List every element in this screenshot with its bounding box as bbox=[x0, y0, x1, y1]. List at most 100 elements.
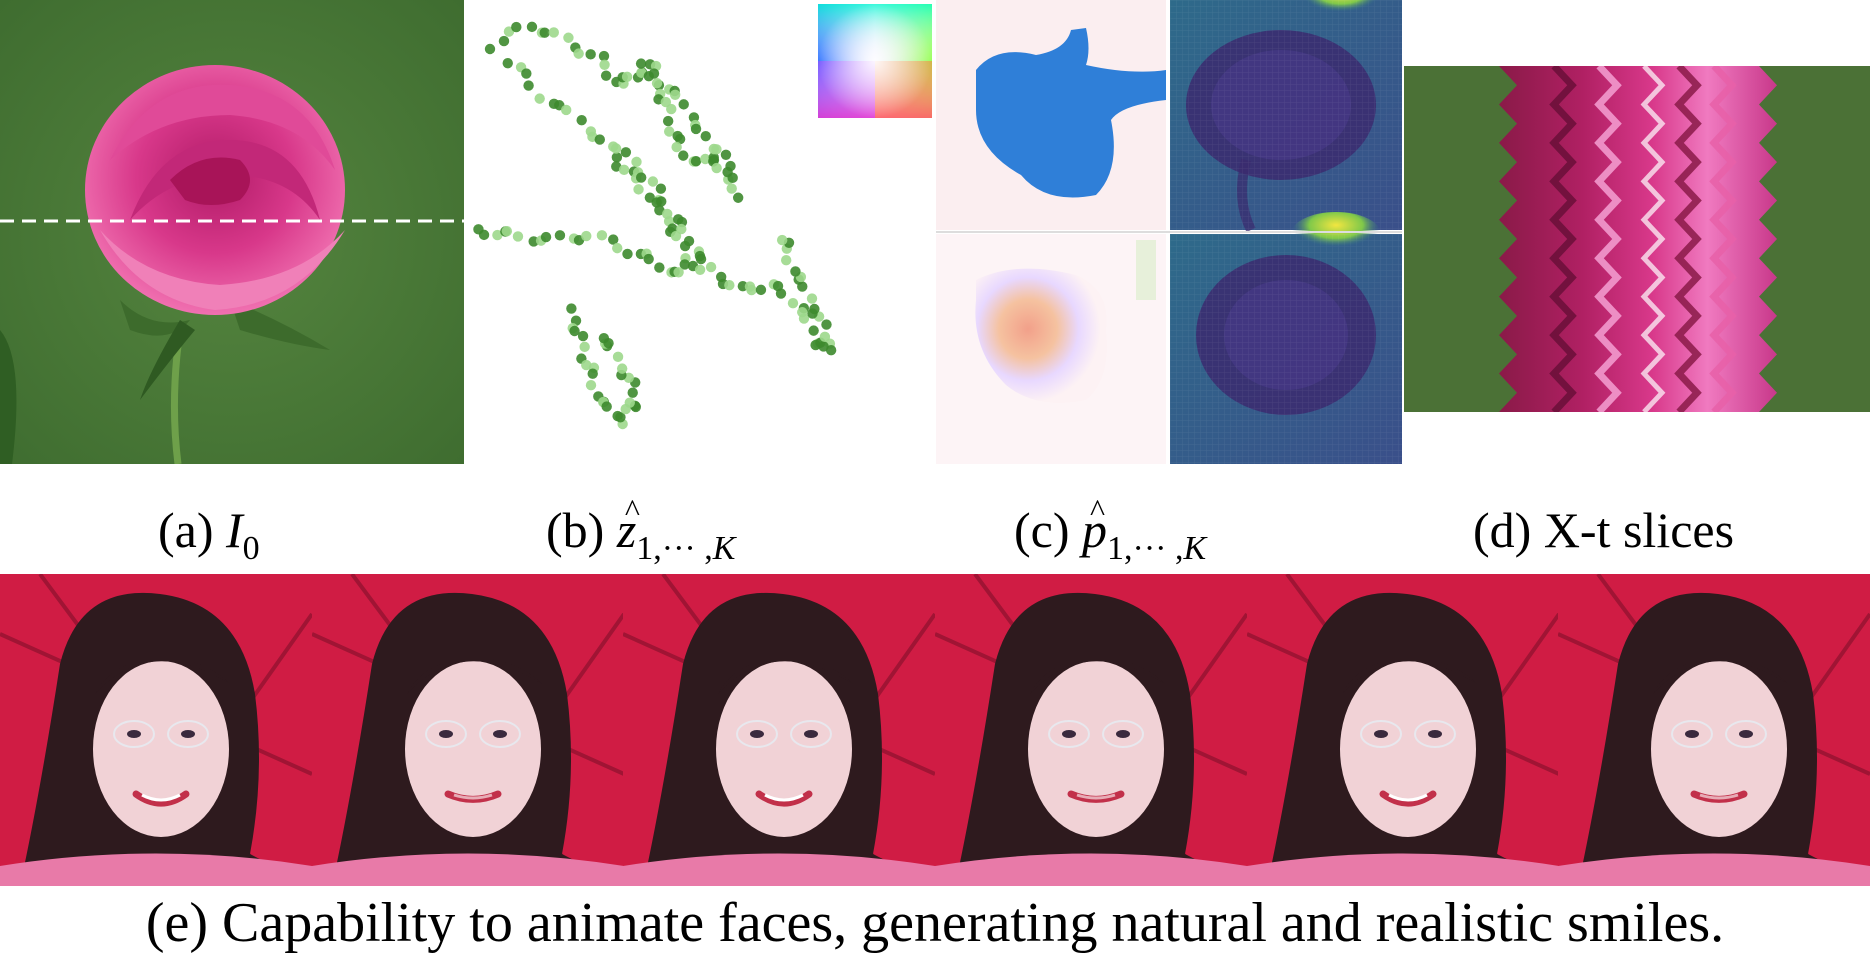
trajectory-dot bbox=[780, 254, 792, 266]
caption-a: (a) I0 bbox=[158, 500, 260, 579]
caption-c-subscript: 1,··· , bbox=[1107, 530, 1184, 567]
trajectory-dot bbox=[621, 71, 633, 83]
trajectory-dot bbox=[727, 172, 738, 184]
trajectory-dot bbox=[694, 264, 706, 275]
caption-c-prefix: (c) bbox=[1014, 502, 1070, 558]
trajectory-dot bbox=[576, 115, 587, 126]
trajectory-dot bbox=[633, 184, 644, 195]
trajectory-dot bbox=[512, 231, 524, 242]
xt-stripe bbox=[1640, 66, 1666, 412]
trajectory-dot bbox=[620, 147, 632, 158]
xt-stripe bbox=[1594, 66, 1622, 412]
color-wheel-icon bbox=[818, 4, 932, 118]
trajectory-dot bbox=[573, 48, 584, 59]
trajectory-dot bbox=[790, 266, 801, 277]
face-frame bbox=[623, 574, 935, 886]
trajectory-dot bbox=[612, 242, 623, 254]
trajectory-dot bbox=[806, 293, 818, 304]
trajectory-dot bbox=[594, 134, 605, 145]
trajectory-dot bbox=[616, 363, 628, 374]
trajectory-dot bbox=[534, 93, 545, 104]
trajectory-dot bbox=[539, 27, 550, 38]
trajectory-dot bbox=[622, 248, 633, 260]
trajectory-dot bbox=[662, 208, 673, 220]
trajectory-dot bbox=[798, 313, 810, 324]
face-photo-icon bbox=[1247, 574, 1559, 886]
trajectory-dot bbox=[610, 143, 622, 154]
face-frame bbox=[0, 574, 312, 886]
face-photo-icon bbox=[1558, 574, 1870, 886]
trajectory-dot bbox=[664, 126, 675, 137]
trajectory-dot bbox=[821, 319, 832, 330]
trajectory-dot bbox=[618, 164, 630, 176]
trajectory-dot bbox=[598, 50, 610, 62]
trajectory-dot bbox=[755, 284, 767, 296]
trajectory-dot bbox=[776, 234, 788, 246]
trajectory-dot bbox=[608, 234, 619, 245]
trajectory-dot bbox=[690, 156, 702, 167]
caption-d-text: X-t slices bbox=[1543, 502, 1735, 558]
trajectory-dot bbox=[566, 303, 577, 314]
trajectory-dot bbox=[711, 162, 722, 174]
trajectory-dot bbox=[599, 59, 610, 70]
trajectory-dot bbox=[560, 104, 572, 116]
trajectory-dot bbox=[585, 380, 597, 391]
trajectory-dot bbox=[726, 183, 737, 194]
trajectory-dot bbox=[587, 368, 598, 379]
trajectory-dot bbox=[585, 49, 596, 60]
trajectory-dot bbox=[678, 150, 689, 161]
trajectory-dot bbox=[818, 341, 829, 352]
trajectory-dot bbox=[655, 183, 667, 194]
caption-c-subscript-end: K bbox=[1183, 530, 1207, 567]
xt-slice-icon bbox=[1404, 66, 1870, 412]
trajectory-dot bbox=[746, 284, 757, 296]
bottom-caption: (e) Capability to animate faces, generat… bbox=[145, 892, 1725, 954]
trajectory-dot bbox=[569, 325, 580, 337]
xt-stripe bbox=[1674, 66, 1702, 412]
trajectory-dot bbox=[656, 196, 667, 207]
trajectory-dot bbox=[648, 68, 660, 79]
trajectory-dot bbox=[611, 152, 623, 163]
trajectory-dot bbox=[809, 303, 820, 315]
trajectory-dot bbox=[808, 325, 819, 336]
trajectory-dot bbox=[695, 253, 707, 265]
face-photo-icon bbox=[312, 574, 624, 886]
trajectory-scatter-icon bbox=[473, 21, 837, 430]
trajectory-dot bbox=[554, 230, 566, 241]
trajectory-dot bbox=[732, 192, 744, 203]
trajectory-dot bbox=[501, 226, 513, 237]
trajectory-dot bbox=[492, 229, 503, 241]
trajectory-dot bbox=[678, 99, 689, 110]
face-photo-icon bbox=[935, 574, 1247, 886]
rose-image-panel bbox=[0, 0, 464, 464]
face-photo-icon bbox=[0, 574, 312, 886]
trajectory-dot bbox=[598, 332, 610, 344]
trajectory-dot bbox=[700, 131, 711, 142]
trajectory-dot bbox=[498, 35, 510, 47]
trajectory-dot bbox=[724, 279, 735, 291]
face-frame bbox=[1558, 574, 1870, 886]
trajectory-dot bbox=[654, 262, 665, 273]
trajectory-dot bbox=[612, 351, 624, 363]
trajectory-dot bbox=[662, 115, 674, 127]
trajectory-dot bbox=[647, 176, 659, 187]
trajectory-dot bbox=[526, 21, 538, 33]
trajectory-dot bbox=[577, 330, 589, 342]
trajectory-dot bbox=[651, 77, 663, 89]
caption-c: (c) p1,··· ,K bbox=[1014, 480, 1207, 579]
face-photo-icon bbox=[623, 574, 935, 886]
rose-photo-icon bbox=[0, 0, 464, 464]
trajectory-dot bbox=[601, 401, 612, 412]
trajectory-dot bbox=[673, 267, 684, 278]
trajectory-dot bbox=[596, 230, 608, 241]
trajectory-dot bbox=[631, 156, 642, 168]
trajectory-dot bbox=[720, 149, 732, 160]
caption-d-prefix: (d) bbox=[1473, 502, 1532, 558]
caption-b-subscript: 1,··· , bbox=[636, 530, 713, 567]
caption-a-subscript: 0 bbox=[242, 530, 260, 567]
trajectory-dot bbox=[548, 27, 559, 38]
caption-c-symbol: p bbox=[1082, 480, 1107, 560]
trajectory-dot bbox=[511, 21, 522, 33]
trajectory-dot bbox=[775, 288, 787, 299]
